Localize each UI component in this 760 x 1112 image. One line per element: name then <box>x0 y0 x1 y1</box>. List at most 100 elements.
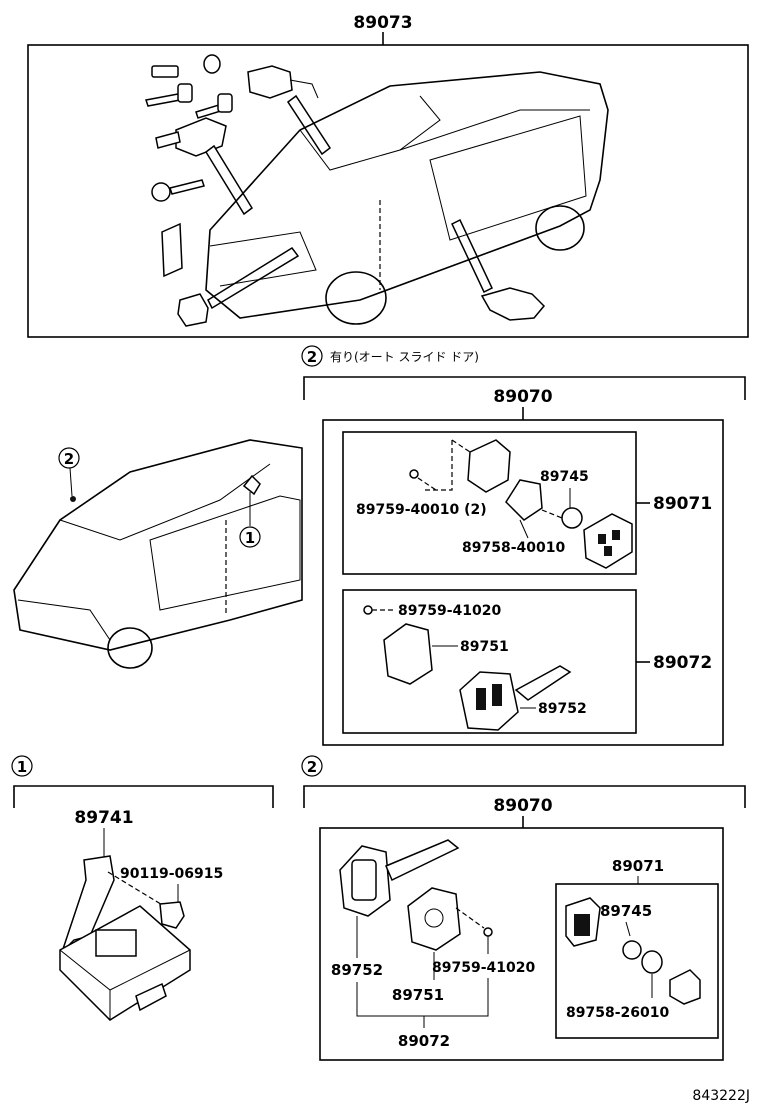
case-half-icon <box>467 439 511 493</box>
ignition-cylinder-icon <box>175 117 227 157</box>
key-fob-icon <box>151 182 171 202</box>
subbox1-battery-label: 89745 <box>540 469 589 485</box>
door-lock-icon <box>177 293 209 327</box>
vehicle-illustration-middle: 2 1 <box>13 439 303 669</box>
dashed-leader <box>455 907 485 929</box>
section2-screw-label: 89759-41020 <box>432 960 535 976</box>
screw-icon <box>363 605 373 615</box>
cylinder-rod <box>289 79 319 99</box>
back-door-cylinder-icon <box>480 287 546 321</box>
front-wheel <box>107 627 153 669</box>
pointer-arrows <box>205 94 493 310</box>
cover-icon <box>407 887 461 951</box>
section2-subbox-frame <box>555 883 719 1039</box>
button-icon <box>612 530 620 540</box>
side-window <box>429 115 587 241</box>
footer-code: 843222J <box>692 1088 750 1104</box>
ecu-module-icon <box>59 905 191 1021</box>
van-body-outline <box>205 71 609 319</box>
key-icon <box>145 93 181 107</box>
key-blank-icon <box>151 65 179 78</box>
connector-icon <box>135 982 167 1012</box>
cover-icon <box>383 623 433 685</box>
section2-bracket <box>303 785 746 808</box>
rear-wheel <box>535 205 585 251</box>
key-cavity-icon <box>351 859 377 901</box>
subbox2-key-label: 89752 <box>538 701 587 717</box>
marker-circle <box>58 447 80 469</box>
dashed-leader <box>417 477 437 491</box>
key-head-icon <box>217 93 233 113</box>
variant-marker-circle <box>301 345 323 367</box>
group-bracket <box>356 978 489 1017</box>
marker-circle <box>239 526 261 548</box>
screw-icon <box>483 927 493 937</box>
key-head-icon <box>459 671 519 731</box>
subbox2-label: 89072 <box>653 653 712 673</box>
front-wheel <box>325 271 387 325</box>
dashed-leader <box>451 439 471 453</box>
sensor-icon <box>70 496 76 502</box>
top-frame <box>27 44 749 338</box>
section2-battery-label: 89745 <box>600 902 652 920</box>
top-part-number: 89073 <box>353 13 412 33</box>
key-head-icon <box>177 83 193 103</box>
cylinder-icon <box>247 65 293 99</box>
button-icon <box>598 534 606 544</box>
front-bumper <box>209 231 317 287</box>
roofline <box>399 109 590 151</box>
section-marker-circle <box>11 755 33 777</box>
key-blade-icon <box>514 665 572 701</box>
arrow-pointer <box>207 247 300 310</box>
windshield-line <box>59 463 271 541</box>
van-body-outline <box>13 439 303 651</box>
key-card-icon <box>161 222 183 278</box>
subbox2-cover-label: 89751 <box>460 639 509 655</box>
section1-marker: 1 <box>17 758 27 776</box>
logo-icon <box>424 908 444 928</box>
section1-bolt-label: 90119-06915 <box>120 866 223 882</box>
screw-icon <box>409 469 419 479</box>
ecu-icon <box>242 474 261 496</box>
oring-icon <box>203 54 221 74</box>
gasket-leader <box>519 519 529 539</box>
section-2: 2 89070 89752 89751 89759-41020 89072 89… <box>301 755 746 1061</box>
front-bumper <box>17 599 111 641</box>
section1-bracket <box>13 785 274 808</box>
arrow-pointer <box>205 144 253 216</box>
gasket-icon <box>641 950 663 974</box>
dashed-leader <box>424 440 453 491</box>
lock-parts-cluster <box>145 54 546 327</box>
section-1: 1 89741 90119-06915 <box>11 755 274 1021</box>
section2-assembly-number: 89070 <box>493 796 552 816</box>
button-icon <box>574 914 590 936</box>
section2-marker: 2 <box>307 758 317 776</box>
vehicle-illustration-top <box>205 71 609 325</box>
remote-case-icon <box>583 513 633 569</box>
section1-part-number: 89741 <box>74 808 133 828</box>
variant2-subbox-2: 89072 89759-41020 89751 89752 <box>342 589 712 734</box>
arrow-pointer <box>451 218 493 294</box>
case-half-icon <box>669 969 701 1005</box>
variant2-header: 2 有り(オート スライド ドア) 89070 <box>301 345 746 746</box>
variant2-bracket <box>303 376 746 400</box>
button-icon <box>492 684 502 706</box>
vehicle-marker-2: 2 <box>64 450 74 468</box>
variant2-frame <box>322 419 724 746</box>
battery-leader <box>625 921 631 937</box>
subbox2-screw-label: 89759-41020 <box>398 603 501 619</box>
section-marker-circle <box>301 755 323 777</box>
section2-group-label: 89072 <box>398 1032 450 1050</box>
ecu-label-icon <box>95 929 137 957</box>
variant2-subbox-1: 89071 89759-40010 (2) 89758-40010 89745 <box>342 431 712 575</box>
section2-key-label: 89752 <box>331 961 383 979</box>
variant2-assembly-number: 89070 <box>493 387 552 407</box>
vehicle-marker-1: 1 <box>245 529 255 547</box>
battery-icon <box>622 940 642 960</box>
section2-gasket-label: 89758-26010 <box>566 1005 669 1021</box>
subbox1-screw-label: 89759-40010 (2) <box>356 502 487 518</box>
variant-note: 有り(オート スライド ドア) <box>330 350 479 364</box>
button-icon <box>476 688 486 710</box>
dashed-leader <box>541 509 563 519</box>
